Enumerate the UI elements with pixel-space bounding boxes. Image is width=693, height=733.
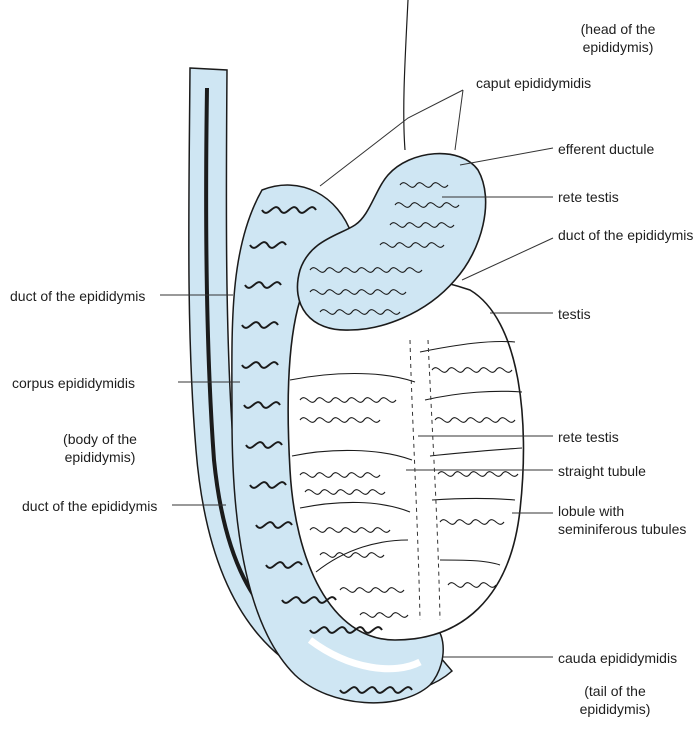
mediastinum [409, 339, 441, 621]
label-head-paren-1: (head of the [580, 21, 656, 37]
cord-line [403, 0, 409, 151]
label-efferent: efferent ductule [558, 141, 655, 157]
label-rete-mid: rete testis [558, 429, 619, 445]
caput-epididymidis [296, 152, 487, 331]
label-body-paren-2: epididymis) [64, 449, 136, 465]
leader-lines [160, 89, 554, 658]
testis [287, 271, 525, 641]
label-duct-left-upper: duct of the epididymis [10, 288, 146, 304]
label-tail-paren-2: epididymis) [579, 701, 651, 717]
label-straight: straight tubule [558, 463, 646, 479]
label-testis: testis [558, 306, 591, 322]
label-cauda: cauda epididymidis [558, 650, 678, 666]
label-duct-right: duct of the epididymis [558, 227, 693, 243]
testis-lobules [289, 340, 523, 573]
label-head-paren-2: epididymis) [582, 39, 654, 55]
label-lobule-1: lobule with [558, 503, 625, 519]
label-caput: caput epididymidis [476, 75, 592, 91]
epididymis-coils [241, 206, 413, 694]
label-body-paren-1: (body of the [63, 431, 137, 447]
label-rete-top: rete testis [558, 189, 619, 205]
tail-channel [307, 637, 422, 673]
label-tail-paren-1: (tail of the [584, 683, 646, 699]
label-duct-left-lower: duct of the epididymis [22, 498, 158, 514]
label-corpus: corpus epididymidis [12, 375, 135, 391]
vas-deferens [188, 67, 454, 695]
seminiferous-tubules [299, 367, 519, 618]
label-lobule-2: seminiferous tubules [558, 521, 687, 537]
caput-ductules [309, 182, 460, 315]
